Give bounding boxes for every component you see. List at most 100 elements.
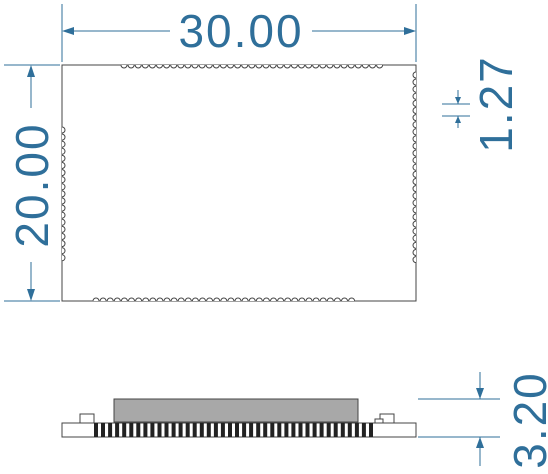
side-pad bbox=[220, 423, 225, 437]
castellation-right bbox=[412, 227, 417, 235]
side-pad bbox=[164, 423, 169, 437]
castellation-top bbox=[219, 64, 227, 69]
castellation-right bbox=[412, 135, 417, 143]
castellation-bottom bbox=[255, 297, 263, 302]
side-pad bbox=[340, 423, 345, 437]
castellation-bottom bbox=[191, 297, 199, 302]
top-view: 30.00 20.00 1.27 bbox=[4, 4, 522, 302]
castellation-bottom bbox=[305, 297, 313, 302]
castellation-top bbox=[234, 64, 242, 69]
castellation-top bbox=[127, 64, 135, 69]
castellation-left bbox=[61, 240, 66, 248]
castellation-left bbox=[61, 204, 66, 212]
castellated-pads bbox=[61, 64, 417, 302]
side-pad bbox=[150, 423, 155, 437]
castellation-bottom bbox=[284, 297, 292, 302]
castellation-bottom bbox=[326, 297, 334, 302]
castellation-bottom bbox=[312, 297, 320, 302]
side-pad bbox=[319, 423, 324, 437]
castellation-right bbox=[412, 85, 417, 93]
shield-can bbox=[113, 398, 359, 423]
castellation-bottom bbox=[199, 297, 206, 302]
thickness-arrow-bottom bbox=[476, 437, 484, 448]
height-label: 20.00 bbox=[6, 122, 58, 247]
castellation-left bbox=[61, 169, 66, 177]
thickness-label: 3.20 bbox=[504, 371, 548, 469]
castellation-bottom bbox=[128, 297, 135, 302]
castellation-right bbox=[412, 142, 417, 150]
side-pad bbox=[157, 423, 162, 437]
castellation-top bbox=[255, 64, 263, 69]
castellation-top bbox=[369, 64, 376, 69]
castellation-bottom bbox=[184, 297, 192, 302]
thickness-arrow-top bbox=[476, 388, 484, 399]
side-pad bbox=[270, 423, 275, 437]
castellation-left bbox=[61, 126, 66, 134]
castellation-bottom bbox=[298, 297, 306, 302]
castellation-top bbox=[333, 64, 341, 69]
side-pad bbox=[361, 423, 366, 437]
castellation-top bbox=[361, 64, 369, 69]
castellation-left bbox=[61, 162, 66, 169]
castellation-top bbox=[269, 64, 277, 69]
castellation-right bbox=[412, 107, 417, 114]
castellation-bottom bbox=[106, 297, 114, 302]
castellation-top bbox=[326, 64, 334, 69]
castellation-right bbox=[412, 213, 417, 221]
castellation-bottom bbox=[142, 297, 150, 302]
castellation-top bbox=[319, 64, 327, 69]
castellation-bottom bbox=[333, 297, 341, 302]
castellation-right bbox=[412, 78, 417, 86]
castellation-bottom bbox=[163, 297, 171, 302]
castellation-top bbox=[212, 64, 220, 69]
castellation-top bbox=[312, 64, 320, 69]
castellation-right bbox=[412, 114, 417, 122]
side-pad bbox=[333, 423, 338, 437]
side-pad bbox=[185, 423, 190, 437]
castellation-top bbox=[340, 64, 348, 69]
side-pad bbox=[108, 423, 113, 437]
castellation-bottom bbox=[227, 297, 235, 302]
side-pad bbox=[129, 423, 134, 437]
side-pad bbox=[277, 423, 282, 437]
castellation-left bbox=[61, 147, 66, 155]
side-pad bbox=[213, 423, 218, 437]
side-pad bbox=[298, 423, 303, 437]
castellation-left bbox=[61, 211, 66, 219]
castellation-top bbox=[156, 64, 163, 69]
side-pad bbox=[235, 423, 239, 437]
castellation-top bbox=[141, 64, 149, 69]
side-pad bbox=[291, 423, 296, 437]
castellation-top bbox=[376, 64, 384, 69]
castellation-bottom bbox=[170, 297, 178, 302]
side-pad bbox=[136, 423, 141, 437]
castellation-bottom bbox=[348, 297, 356, 302]
castellation-bottom bbox=[291, 297, 299, 302]
castellation-left bbox=[61, 140, 66, 148]
castellation-right bbox=[412, 178, 417, 185]
castellation-left bbox=[61, 133, 66, 141]
castellation-bottom bbox=[213, 297, 221, 302]
castellation-bottom bbox=[341, 297, 348, 302]
castellation-left bbox=[61, 254, 66, 262]
side-pad bbox=[115, 423, 120, 437]
side-pad bbox=[122, 423, 127, 437]
castellation-left bbox=[61, 197, 66, 205]
side-pad bbox=[206, 423, 211, 437]
castellation-right bbox=[412, 234, 417, 242]
side-pad bbox=[171, 423, 176, 437]
castellation-bottom bbox=[277, 297, 285, 302]
pitch-arrow-bottom bbox=[455, 116, 461, 123]
castellation-bottom bbox=[135, 297, 143, 302]
castellation-top bbox=[262, 64, 270, 69]
side-pad bbox=[263, 423, 268, 437]
castellation-right bbox=[412, 220, 417, 228]
castellation-bottom bbox=[156, 297, 164, 302]
side-pad bbox=[101, 423, 105, 437]
castellation-bottom bbox=[149, 297, 157, 302]
castellation-top bbox=[227, 64, 234, 69]
side-pad bbox=[305, 423, 310, 437]
castellation-top bbox=[305, 64, 313, 69]
castellation-top bbox=[177, 64, 185, 69]
